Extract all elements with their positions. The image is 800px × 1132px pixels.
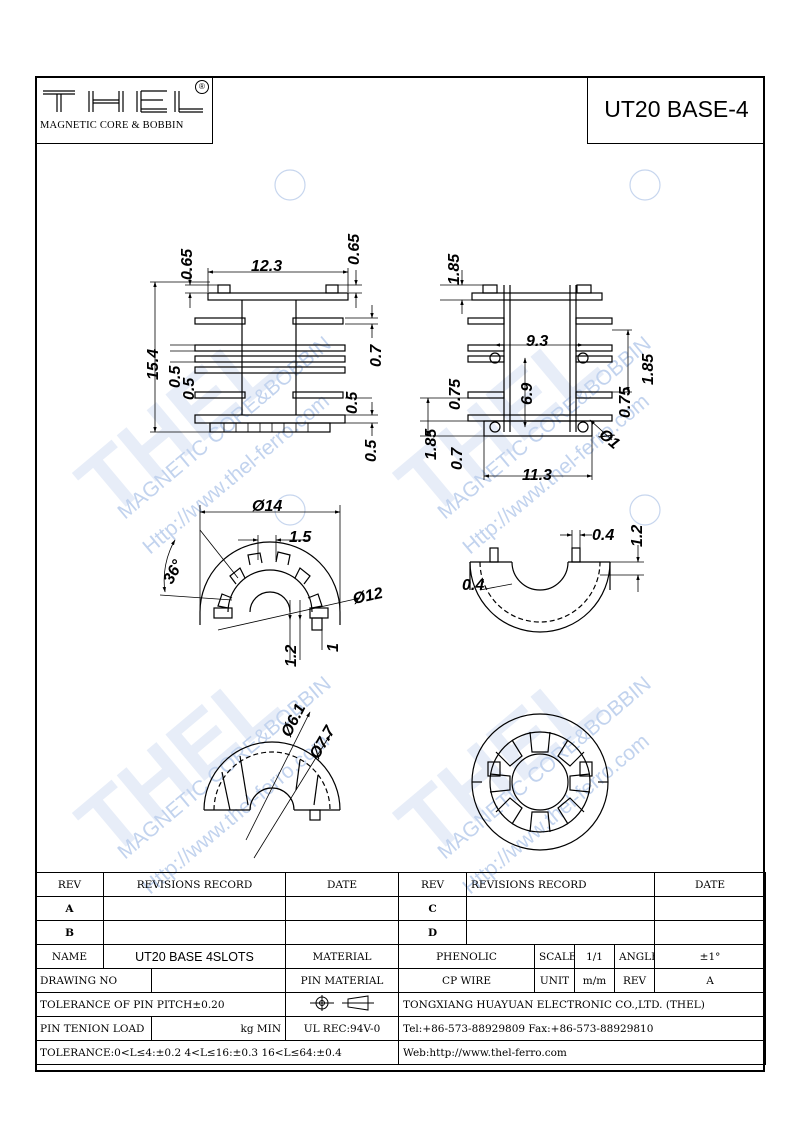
- cp-wire: CP WIRE: [398, 968, 536, 993]
- dim-right-b: 0.5: [344, 391, 361, 414]
- dim-left-b: 0.5: [181, 377, 198, 400]
- detail-view: [469, 530, 644, 633]
- rev-d-date: [654, 920, 767, 945]
- scale-label: SCALE: [534, 944, 576, 969]
- rev-c-date: [654, 896, 767, 921]
- dim-right-b: 1.85: [640, 353, 657, 385]
- dim-inner: 9.3: [526, 333, 548, 350]
- rev-b: B: [35, 920, 104, 945]
- drawing-no-label: DRAWING NO: [35, 968, 152, 993]
- part-title: UT20 BASE-4: [587, 76, 765, 144]
- dim-outer: Ø14: [252, 498, 282, 515]
- material-value: PHENOLIC: [398, 944, 536, 969]
- rev-c: C: [398, 896, 468, 921]
- pin-tension-unit: kg MIN: [150, 1016, 287, 1041]
- company-logo-box: MAGNETIC CORE & BOBBIN ®: [35, 76, 213, 144]
- general-tolerance: TOLERANCE:0<L≤4:±0.2 4<L≤16:±0.3 16<L≤64…: [34, 1040, 400, 1065]
- date-header-right: DATE: [654, 872, 767, 897]
- top-view: [159, 505, 361, 660]
- front-view-dimensions: 12.3 15.4 0.65 0.65 0.5 0.5 0.7 0.5 0.5: [145, 233, 385, 462]
- pin-material-label: PIN MATERIAL: [285, 968, 400, 993]
- angle-label: ANGLE: [614, 944, 656, 969]
- dim-detail-c: 0.4: [462, 577, 484, 594]
- dim-angle: 36°: [161, 557, 188, 587]
- angle-value: ±1°: [654, 944, 767, 969]
- revisions-header-left: REVISIONS RECORD: [102, 872, 287, 897]
- name-label: NAME: [35, 944, 104, 969]
- pin-tension-label: PIN TENION LOAD: [35, 1016, 152, 1041]
- dim-left-a: 0.75: [447, 378, 464, 410]
- thel-logo: [43, 90, 203, 113]
- unit-value: m/m: [574, 968, 616, 993]
- rev-b-record: [102, 920, 287, 945]
- front-view: [150, 268, 378, 436]
- dim-right-a: 0.7: [368, 344, 385, 367]
- svg-text:THEL: THEL: [379, 651, 619, 875]
- dim-left-b: 1.85: [423, 428, 440, 460]
- detail-view-dimensions: 0.4 1.2 0.4: [462, 525, 646, 594]
- rev-c-record: [466, 896, 656, 921]
- logo-subtitle: MAGNETIC CORE & BOBBIN: [40, 120, 184, 131]
- iso-view: [203, 711, 341, 859]
- website: Web:http://www.thel-ferro.com: [398, 1040, 767, 1065]
- rev-label: REV: [614, 968, 656, 993]
- scale-value: 1/1: [574, 944, 616, 969]
- watermark-registered-marks: [274, 169, 661, 526]
- drawing-no-value: [150, 968, 287, 993]
- unit-label: UNIT: [534, 968, 576, 993]
- dim-right-c: 0.5: [363, 439, 380, 462]
- dim-mid: 6.9: [519, 383, 536, 405]
- dim-tooth: 1.5: [289, 529, 312, 546]
- revisions-header-right: REVISIONS RECORD: [466, 872, 656, 897]
- dim-top-left: 0.65: [179, 248, 196, 280]
- phone-fax: Tel:+86-573-88929809 Fax:+86-573-8892981…: [398, 1016, 767, 1041]
- registered-mark-icon: ®: [195, 80, 209, 94]
- rev-value: A: [654, 968, 767, 993]
- company-name: TONGXIANG HUAYUAN ELECTRONIC CO.,LTD. (T…: [398, 992, 767, 1017]
- material-label: MATERIAL: [285, 944, 400, 969]
- projection-symbol-icon: [285, 992, 400, 1017]
- date-header-left: DATE: [285, 872, 400, 897]
- rev-a-record: [102, 896, 287, 921]
- rev-header-left: REV: [35, 872, 104, 897]
- rev-d-record: [466, 920, 656, 945]
- rev-d: D: [398, 920, 468, 945]
- rev-header-right: REV: [398, 872, 468, 897]
- side-view: [420, 270, 632, 480]
- dim-left-c: 0.7: [449, 447, 466, 470]
- dim-base: 11.3: [522, 467, 552, 484]
- title-block: REV REVISIONS RECORD DATE REV REVISIONS …: [34, 872, 767, 1065]
- dim-inner: Ø12: [351, 585, 384, 608]
- dim-pin-a: 1.2: [283, 645, 300, 667]
- ul-rec: UL REC:94V-0: [285, 1016, 400, 1041]
- dim-right-a: 0.75: [617, 386, 634, 418]
- dim-top: 1.85: [446, 253, 463, 285]
- rev-a-date: [285, 896, 400, 921]
- svg-text:THEL: THEL: [59, 651, 299, 875]
- name-value: UT20 BASE 4SLOTS: [102, 944, 287, 969]
- dim-width: 12.3: [251, 258, 282, 275]
- dim-height: 15.4: [145, 349, 162, 380]
- rev-b-date: [285, 920, 400, 945]
- first-angle-projection-icon: [310, 995, 375, 1011]
- drawing-frame: [35, 76, 765, 1072]
- dim-left-a: 0.5: [167, 365, 184, 388]
- pitch-tolerance: TOLERANCE OF PIN PITCH±0.20: [34, 992, 287, 1017]
- dim-pin-b: 1: [325, 643, 342, 652]
- dim-detail-b: 1.2: [629, 525, 646, 547]
- dim-detail-a: 0.4: [592, 527, 614, 544]
- gear-view: [471, 713, 609, 851]
- dim-top-right: 0.65: [346, 233, 363, 265]
- rev-a: A: [35, 896, 104, 921]
